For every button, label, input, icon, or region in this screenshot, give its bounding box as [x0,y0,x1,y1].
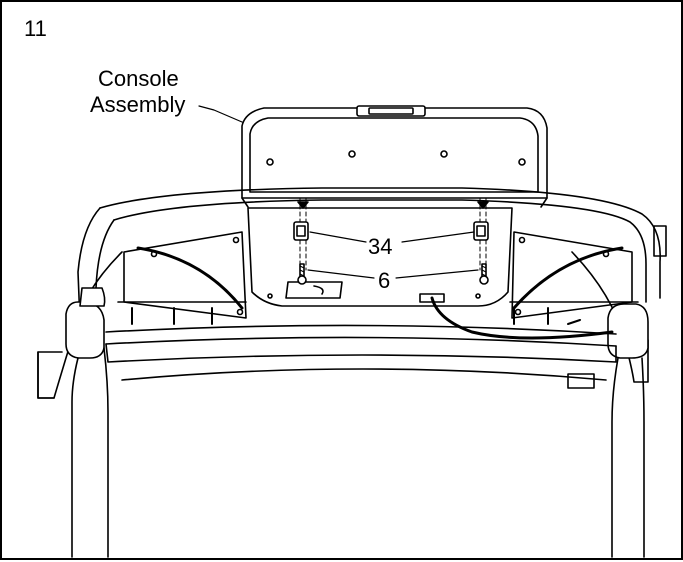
part-6-screw-right [479,263,489,285]
step-number: 11 [24,16,47,41]
part-34-clip-right [473,197,489,271]
console-assembly-callout: Console Assembly [90,66,243,123]
console-assembly [241,105,548,208]
console-label-line2: Assembly [90,92,185,117]
right-upright [571,225,667,558]
part-34-label: 34 [368,234,392,259]
callout-6: 6 [307,268,479,293]
part-34-clip-left [293,197,309,271]
right-side-panel [509,231,639,325]
wire-harness [430,296,614,340]
part-6-label: 6 [378,268,390,293]
left-side-panel [117,231,247,325]
left-upright [37,251,123,558]
console-label-line1: Console [98,66,179,91]
lower-frame [37,324,617,399]
part-6-screw-left [297,263,307,285]
callout-34: 34 [309,231,475,259]
